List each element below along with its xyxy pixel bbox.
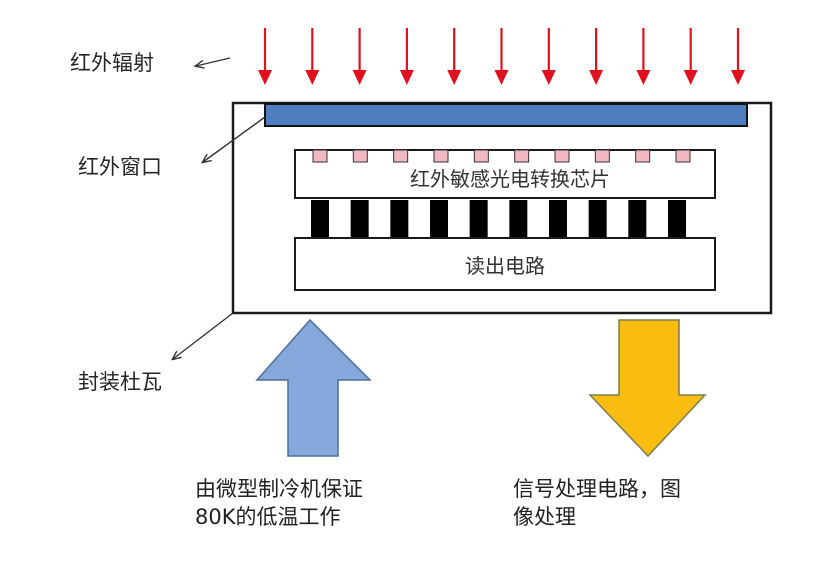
indium-bump xyxy=(350,200,369,237)
radiation-arrow xyxy=(352,28,367,85)
radiation-arrow xyxy=(399,28,414,85)
readout-circuit xyxy=(294,237,716,291)
pixel-pad xyxy=(594,149,610,163)
indium-bump xyxy=(311,200,329,237)
radiation-arrow xyxy=(683,28,698,85)
pixel-pad xyxy=(554,149,570,163)
pixel-pad xyxy=(514,149,530,163)
indium-bump xyxy=(588,200,607,237)
indium-bump xyxy=(430,200,448,237)
readout-label: 读出电路 xyxy=(465,254,545,278)
radiation-arrow xyxy=(636,28,651,85)
dewar-leader-arrow xyxy=(173,312,234,359)
indium-bumps xyxy=(311,200,686,237)
radiation-arrow xyxy=(731,28,745,85)
pixel-pad xyxy=(675,149,691,163)
indium-bump xyxy=(628,200,647,237)
ir-window-label: 红外窗口 xyxy=(78,155,162,179)
pixel-pad xyxy=(473,149,489,163)
cooling-caption: 由微型制冷机保证 80K的低温工作 xyxy=(195,475,363,531)
infrared-window xyxy=(264,103,748,127)
signal-caption-line2: 像处理 xyxy=(513,505,576,529)
radiation-arrow xyxy=(541,28,556,85)
pixel-pad xyxy=(433,149,449,163)
radiation-arrow xyxy=(589,28,604,85)
signal-caption: 信号处理电路，图 像处理 xyxy=(513,475,681,531)
indium-bump xyxy=(549,200,567,237)
ir-radiation-leader-arrow xyxy=(196,57,231,66)
radiation-arrow xyxy=(305,28,320,85)
package-dewar-label: 封装杜瓦 xyxy=(78,370,162,394)
cooling-caption-line2: 80K的低温工作 xyxy=(195,505,341,529)
cooling-caption-line1: 由微型制冷机保证 xyxy=(195,477,363,501)
infrared-radiation-arrows xyxy=(258,28,745,85)
cooling-up-arrow xyxy=(255,318,372,457)
radiation-arrow xyxy=(258,28,272,85)
indium-bump xyxy=(390,200,409,237)
pixel-pad xyxy=(352,149,368,163)
pixel-pad xyxy=(393,149,409,163)
signal-caption-line1: 信号处理电路，图 xyxy=(513,477,681,501)
indium-bump xyxy=(668,200,686,237)
pixel-pad xyxy=(312,149,328,163)
ir-window-leader-arrow xyxy=(203,116,266,162)
ir-radiation-label: 红外辐射 xyxy=(70,51,154,75)
radiation-arrow xyxy=(494,28,509,85)
pixel-pad xyxy=(635,149,651,163)
radiation-arrow xyxy=(447,28,462,85)
signal-down-arrow xyxy=(588,319,707,458)
chip-label: 红外敏感光电转换芯片 xyxy=(410,167,610,191)
pixel-pads xyxy=(312,149,691,163)
indium-bump xyxy=(469,200,488,237)
indium-bump xyxy=(509,200,528,237)
